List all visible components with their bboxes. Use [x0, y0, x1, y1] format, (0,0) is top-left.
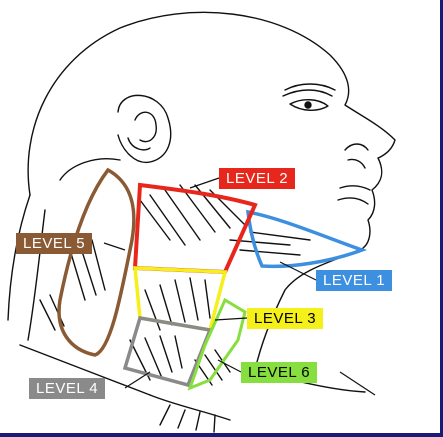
ear-outline	[118, 95, 171, 162]
level-6-region	[190, 300, 245, 388]
brow-line	[285, 84, 335, 90]
neck-back-outline	[8, 195, 30, 320]
level-6-label: LEVEL 6	[241, 362, 317, 383]
level-2-label: LEVEL 2	[219, 168, 295, 189]
level-1-label: LEVEL 1	[316, 270, 392, 291]
level-4-label: LEVEL 4	[29, 378, 105, 399]
level-2-region	[135, 185, 255, 272]
level-5-label: LEVEL 5	[16, 233, 92, 254]
level-3-label: LEVEL 3	[247, 308, 323, 329]
level-5-region	[59, 170, 134, 355]
frame-border-bottom	[0, 433, 443, 437]
level-4-region	[125, 318, 210, 385]
